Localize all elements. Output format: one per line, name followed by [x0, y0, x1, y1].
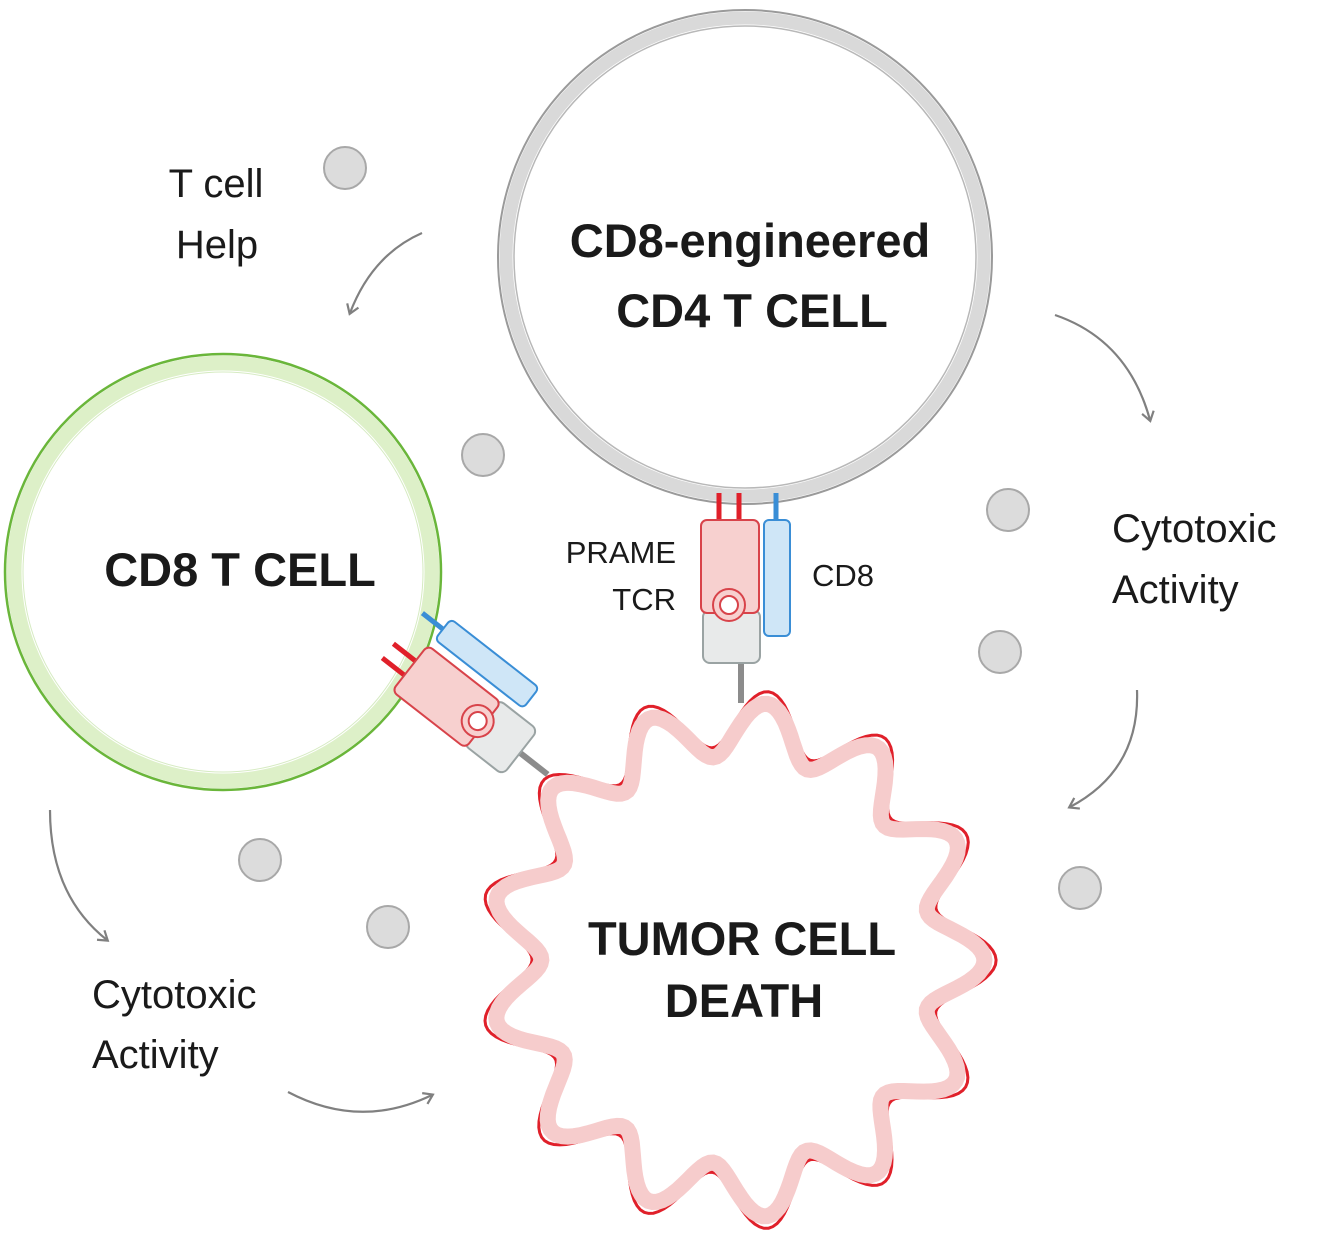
- cytotoxic-right-line1: Cytotoxic: [1112, 507, 1277, 551]
- cd8-t-cell: [3, 352, 443, 792]
- cytokine-dot: [238, 838, 282, 882]
- cd8-receptor-complex: [380, 611, 550, 777]
- help-arrow: [346, 231, 423, 316]
- tumor-membrane-inner: [488, 695, 993, 1225]
- cytotoxic-arrow-right: [1067, 689, 1139, 810]
- cytotoxic-right-line2: Activity: [1112, 568, 1239, 612]
- cytotoxic-left-line1: Cytotoxic: [92, 973, 257, 1017]
- cd4-cell-label-line2: CD4 T CELL: [616, 284, 888, 337]
- cd8-coreceptor: [763, 519, 791, 637]
- cytotoxic-arrow-cd4: [1054, 313, 1155, 423]
- cytotoxic-left-line2: Activity: [92, 1033, 219, 1077]
- cd8-coreceptor: [435, 619, 539, 708]
- cytokine-dot: [1058, 866, 1102, 910]
- tumor-cell-label-line2: DEATH: [665, 974, 823, 1027]
- arrows: [48, 231, 1155, 1113]
- cytokine-dots: [238, 146, 1102, 949]
- help-label-line1: T cell: [169, 162, 264, 206]
- tumor-cell: [483, 690, 998, 1230]
- tcr-label-line1: PRAME: [566, 535, 676, 570]
- cytokine-dot: [461, 433, 505, 477]
- cytokine-dot: [978, 630, 1022, 674]
- cytokine-dot: [323, 146, 367, 190]
- cytokine-dot: [986, 488, 1030, 532]
- cytokine-dot: [366, 905, 410, 949]
- help-label-line2: Help: [176, 223, 258, 267]
- cd8-receptor-label: CD8: [812, 558, 874, 593]
- cd4-cell-label-line1: CD8-engineered: [570, 214, 930, 267]
- cytotoxic-arrow-cd8: [48, 809, 110, 942]
- cytotoxic-arrow-left: [287, 1091, 435, 1113]
- tumor-cell-label-line1: TUMOR CELL: [588, 912, 896, 965]
- cd8-cell-label: CD8 T CELL: [104, 543, 376, 596]
- cd4-receptor-complex: [700, 493, 791, 703]
- tcr-label-line2: TCR: [612, 582, 676, 617]
- cd4-t-cell: [497, 9, 993, 505]
